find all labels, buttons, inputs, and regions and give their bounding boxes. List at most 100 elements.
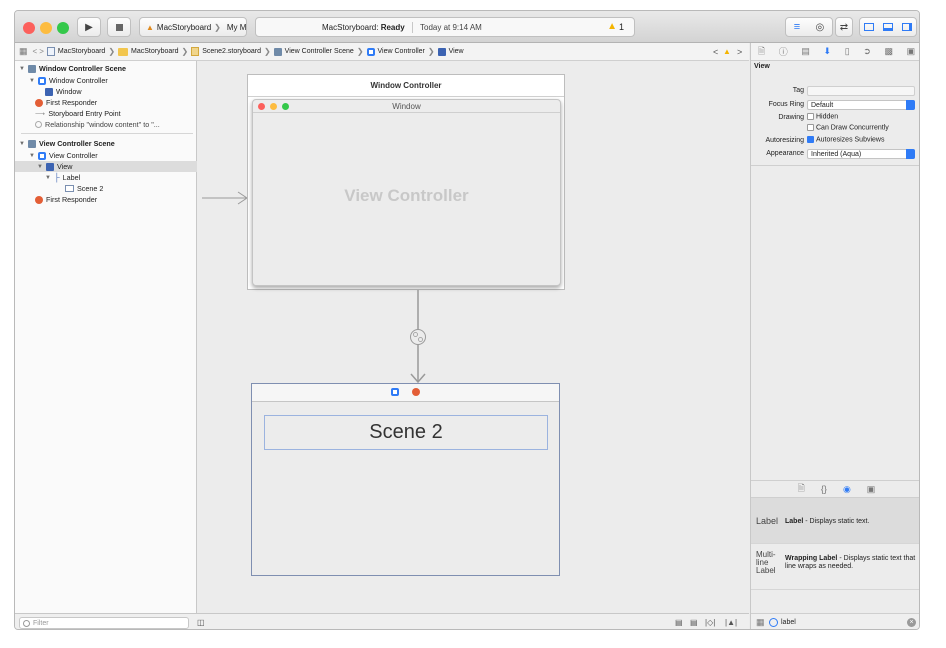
library-filter-input[interactable]: label (781, 619, 796, 626)
scene-dock (252, 384, 559, 402)
disclosure-open-icon[interactable]: ▼ (19, 141, 25, 147)
media-library-icon[interactable]: ▣ (867, 484, 876, 495)
outline-item-window[interactable]: Window (15, 86, 197, 97)
pin-icon[interactable]: |◇| (705, 618, 715, 627)
outline-filter-field[interactable]: Filter (19, 617, 189, 629)
hidden-checkbox[interactable]: Hidden (807, 113, 838, 120)
resolve-autolayout-icon[interactable]: |▲| (725, 618, 737, 627)
window-preview[interactable]: Window View Controller (252, 99, 561, 286)
warning-icon: ▲ (607, 21, 617, 32)
outline-item-label[interactable]: ▼ ├ Label (15, 172, 197, 183)
first-responder-icon[interactable] (412, 388, 420, 396)
storyboard-canvas[interactable]: Window Controller Window View Controller (198, 61, 749, 613)
code-snippet-library-icon[interactable]: {} (821, 484, 827, 494)
bindings-inspector-icon[interactable]: ▩ (884, 46, 893, 57)
tag-row: Tag (751, 86, 920, 97)
outline-item-entry-point[interactable]: ⟶ Storyboard Entry Point (15, 108, 197, 119)
standard-editor-icon[interactable]: ≡ (794, 21, 800, 33)
scene-icon (274, 48, 282, 56)
drawing-row: Drawing Hidden (751, 113, 920, 124)
forward-button[interactable]: > (38, 47, 45, 56)
size-inspector-icon[interactable]: ▯ (845, 46, 850, 57)
breadcrumb-view[interactable]: View (436, 48, 466, 56)
appearance-popup[interactable]: Inherited (Aqua) (807, 149, 915, 159)
disclosure-open-icon[interactable]: ▼ (37, 164, 43, 170)
can-draw-concurrently-checkbox[interactable]: Can Draw Concurrently (807, 124, 889, 131)
tag-field[interactable] (807, 86, 915, 96)
stop-button[interactable] (107, 17, 131, 37)
outline-item-scene2-text[interactable]: Scene 2 (15, 183, 197, 194)
breadcrumb-scene[interactable]: View Controller Scene (272, 48, 356, 56)
library-item-wrapping-label[interactable]: Multi-line Label Wrapping Label - Displa… (751, 544, 920, 590)
outline-item-first-responder[interactable]: First Responder (15, 97, 197, 108)
previous-issue-button[interactable]: < (713, 47, 718, 57)
related-items-icon[interactable]: ▦ (15, 46, 32, 57)
inspector-tabs: 🗎 ⓘ ▤ ⬇ ▯ ➲ ▩ ▣ (751, 43, 920, 61)
focus-ring-popup[interactable]: Default (807, 100, 915, 110)
window-icon (45, 88, 53, 96)
canvas-bottom-bar: Filter ◫ ▤ ▤ |◇| |▲| (15, 613, 749, 630)
utilities-toggle-icon[interactable] (902, 23, 912, 31)
outline-item-window-controller[interactable]: ▼ Window Controller (15, 75, 197, 86)
zoom-button[interactable] (57, 22, 69, 34)
file-template-library-icon[interactable]: 🗎 (798, 481, 805, 497)
assistant-editor-icon[interactable]: ◎ (816, 22, 825, 33)
view-controller-scene[interactable]: Scene 2 (251, 383, 560, 576)
debug-toggle-icon[interactable] (883, 23, 893, 31)
minimize-button[interactable] (40, 22, 52, 34)
view-controller-icon[interactable] (391, 388, 399, 396)
clear-search-icon[interactable]: × (907, 618, 916, 627)
toolbar: ▶ ▲ MacStoryboard ❯ My Mac MacStoryboard… (15, 11, 920, 43)
view-effects-inspector-icon[interactable]: ▣ (907, 46, 916, 57)
disclosure-open-icon[interactable]: ▼ (29, 153, 35, 159)
autoresizes-subviews-checkbox[interactable]: Autoresizes Subviews (807, 136, 884, 143)
utilities-inspector: 🗎 ⓘ ▤ ⬇ ▯ ➲ ▩ ▣ View Tag Focus Ring Defa… (750, 43, 920, 630)
navigator-toggle-icon[interactable] (864, 23, 874, 31)
grid-view-icon[interactable]: ▦ (756, 617, 765, 628)
outline-item-first-responder-2[interactable]: First Responder (15, 194, 197, 205)
quick-help-icon[interactable]: ⓘ (779, 45, 788, 58)
view-toggle-group (859, 17, 917, 37)
breadcrumb-storyboard[interactable]: Scene2.storyboard (189, 47, 263, 56)
run-button[interactable]: ▶ (77, 17, 101, 37)
focus-ring-row: Focus Ring Default (751, 100, 920, 111)
outline-item-view-controller-scene[interactable]: ▼ View Controller Scene (15, 138, 197, 149)
back-button[interactable]: < (32, 47, 39, 56)
window-close-icon (258, 103, 265, 110)
activity-viewer: MacStoryboard: Ready Today at 9:14 AM ▲ … (255, 17, 635, 37)
disclosure-open-icon[interactable]: ▼ (45, 175, 51, 181)
breadcrumb-folder[interactable]: MacStoryboard (116, 48, 180, 56)
next-issue-button[interactable]: > (737, 47, 742, 57)
connections-inspector-icon[interactable]: ➲ (863, 46, 871, 57)
outline-item-view-controller[interactable]: ▼ View Controller (15, 150, 197, 161)
issue-warning-icon[interactable]: ▲ (723, 47, 731, 56)
inspector-section-title: View (754, 63, 770, 70)
file-inspector-icon[interactable]: 🗎 (758, 44, 765, 60)
embed-in-stack-icon[interactable]: ▤ (675, 618, 683, 627)
relationship-segue[interactable] (408, 290, 428, 384)
disclosure-open-icon[interactable]: ▼ (29, 78, 35, 84)
close-button[interactable] (23, 22, 35, 34)
object-library-icon[interactable]: ◉ (843, 484, 851, 495)
breadcrumb-view-controller[interactable]: View Controller (365, 48, 427, 56)
align-icon[interactable]: ▤ (690, 618, 698, 627)
outline-toggle-icon[interactable]: ◫ (197, 618, 205, 627)
scheme-selector[interactable]: ▲ MacStoryboard ❯ My Mac (139, 17, 247, 37)
disclosure-open-icon[interactable]: ▼ (19, 66, 25, 72)
attributes-inspector-icon[interactable]: ⬇ (824, 46, 832, 57)
outline-item-relationship[interactable]: Relationship "window content" to "... (15, 119, 197, 130)
outline-item-window-controller-scene[interactable]: ▼ Window Controller Scene (15, 63, 197, 74)
library-filter-bar: ▦ label × (751, 613, 920, 630)
window-controller-scene[interactable]: Window Controller Window View Controller (247, 74, 565, 290)
version-editor-button[interactable]: ⇄ (835, 17, 853, 37)
library-tabs: 🗎 {} ◉ ▣ (751, 480, 920, 498)
breadcrumb-project[interactable]: MacStoryboard (45, 47, 107, 56)
library-item-label[interactable]: Label Label - Displays static text. (751, 498, 920, 544)
identity-inspector-icon[interactable]: ▤ (801, 46, 810, 57)
project-file-icon (47, 47, 55, 56)
concurrent-row: Can Draw Concurrently (751, 124, 920, 135)
outline-item-view[interactable]: ▼ View (15, 161, 197, 172)
scene2-label[interactable]: Scene 2 (264, 415, 548, 450)
editor-mode-group: ≡ ◎ (785, 17, 833, 37)
warning-indicator[interactable]: ▲ 1 (607, 21, 624, 32)
